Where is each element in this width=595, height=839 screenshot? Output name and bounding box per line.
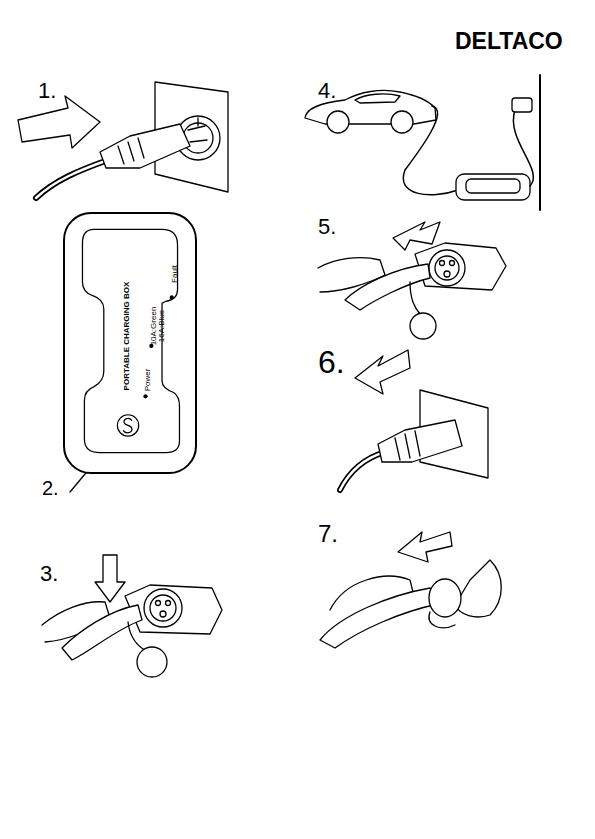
plug-ridge — [395, 438, 400, 460]
pull-arrow — [393, 222, 440, 250]
vehicle-socket — [429, 250, 465, 286]
pin — [450, 261, 455, 266]
vehicle-socket-inner — [150, 595, 176, 621]
cable — [513, 110, 533, 186]
plug-body — [100, 124, 190, 168]
cap — [137, 647, 167, 677]
connector — [320, 588, 438, 648]
step-number: 2. — [42, 478, 59, 498]
wall-plug — [512, 98, 532, 112]
plug-ridge — [138, 138, 144, 158]
step-number: 6. — [318, 346, 345, 378]
down-arrow — [95, 555, 125, 602]
cable-inner — [340, 452, 385, 490]
charging-box: PORTABLE CHARGING BOX Power 10A:Green 16A:… — [63, 212, 197, 474]
charging-box-inner — [466, 179, 520, 193]
wheel — [327, 111, 349, 133]
hand — [455, 560, 501, 617]
push-arrow — [18, 96, 100, 148]
plug-pin — [190, 140, 207, 142]
cable — [340, 452, 385, 490]
step-number: 5. — [318, 216, 336, 238]
pin — [440, 261, 445, 266]
pin — [166, 601, 171, 606]
button-logo — [123, 418, 132, 432]
pin — [160, 611, 166, 617]
vehicle-socket — [144, 589, 182, 627]
brand-logo: DELTACO — [455, 30, 563, 53]
pull-arrow — [398, 532, 452, 562]
cable — [403, 106, 458, 195]
step-number: 4. — [318, 80, 336, 102]
plug-body — [378, 420, 462, 462]
panel-outline — [82, 229, 179, 452]
pull-arrow — [355, 350, 410, 394]
plug-ridge — [118, 146, 124, 164]
cap-strap — [128, 622, 148, 652]
pin — [444, 271, 450, 277]
wheel — [391, 111, 413, 133]
wall — [539, 75, 541, 210]
indicator-led — [143, 394, 147, 398]
indicator-led — [170, 295, 174, 299]
cap — [410, 313, 436, 339]
earth-pin — [197, 118, 198, 126]
product-label: PORTABLE CHARGING BOX — [123, 276, 131, 396]
cable-inner — [36, 160, 108, 198]
indicator-label: Power — [144, 360, 152, 400]
indicator-label: Fault — [171, 254, 179, 294]
connector — [345, 264, 430, 310]
plug-ridge — [415, 431, 420, 456]
pin — [156, 601, 161, 606]
cap-strap — [429, 612, 455, 628]
cap — [429, 579, 461, 617]
step-number: 1. — [38, 80, 56, 102]
step-number: 3. — [40, 563, 58, 585]
indicator-label: 10A:Green 16A:Blue — [150, 303, 167, 349]
vehicle-socket-inner — [435, 256, 459, 280]
cable — [36, 160, 108, 198]
socket-inner — [183, 123, 213, 153]
button — [117, 415, 138, 436]
plug-pin — [188, 126, 205, 130]
step-number: 7. — [318, 522, 338, 546]
charging-box — [456, 174, 530, 200]
plug-ridge — [128, 142, 134, 161]
car-window — [355, 94, 400, 103]
cap-strap — [410, 282, 420, 314]
plug-ridge — [405, 434, 410, 458]
